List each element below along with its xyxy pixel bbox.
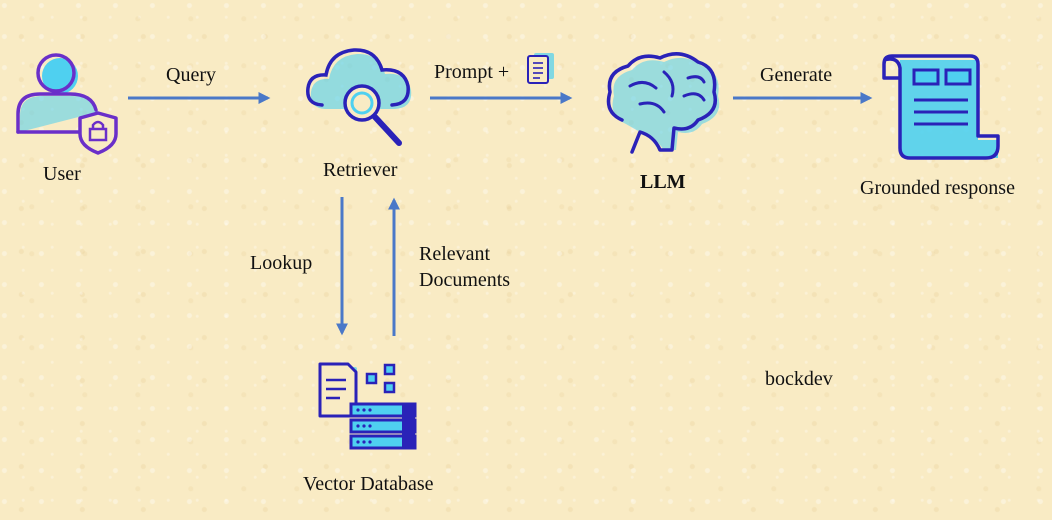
- llm-label: LLM: [640, 171, 686, 193]
- cloud-search-icon: [306, 48, 412, 146]
- user-lock-icon: [16, 53, 118, 155]
- retriever-label: Retriever: [323, 159, 398, 181]
- generate-edge-label: Generate: [760, 64, 833, 86]
- user-label: User: [43, 163, 81, 185]
- query-edge-label: Query: [166, 64, 216, 86]
- document-scroll-icon: [527, 53, 554, 84]
- lookup-edge-label: Lookup: [250, 252, 313, 274]
- relevant-documents-edge-label: Relevant Documents: [419, 241, 510, 293]
- prompt-edge-label: Prompt +: [434, 61, 510, 83]
- relevant-documents-line-1: Relevant: [419, 243, 491, 265]
- watermark-text: bockdev: [765, 368, 833, 390]
- relevant-documents-line-2: Documents: [419, 269, 511, 291]
- grounded-response-document-icon: [882, 54, 1000, 160]
- vector-database-label: Vector Database: [303, 473, 434, 495]
- brain-icon: [606, 52, 720, 154]
- vector-database-icon: [318, 362, 417, 450]
- grounded-response-label: Grounded response: [860, 177, 1015, 199]
